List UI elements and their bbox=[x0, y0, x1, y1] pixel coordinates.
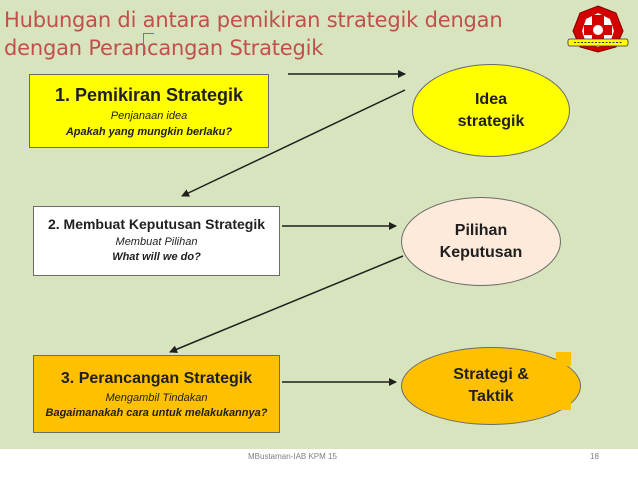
selection-handle-bottom[interactable] bbox=[556, 396, 571, 410]
title-line-2: dengan Perancangan Strategik bbox=[4, 36, 324, 60]
arrow-idea-to-box2 bbox=[181, 89, 406, 197]
title-line-1: Hubungan di antara pemikiran strategik d… bbox=[4, 8, 503, 32]
flow-arrows bbox=[169, 70, 406, 386]
ellipse3-line2: Taktik bbox=[468, 388, 514, 405]
ellipse1-line1: Idea bbox=[474, 90, 507, 108]
box1-subtitle: Penjanaan idea bbox=[110, 110, 188, 122]
slide-title: Hubungan di antara pemikiran strategik d… bbox=[4, 6, 564, 62]
box2-subtitle: Membuat Pilihan bbox=[115, 236, 198, 248]
ellipse-pilihan-keputusan: Pilihan Keputusan bbox=[401, 197, 561, 286]
ellipse-strategi-taktik[interactable]: Strategi & Taktik bbox=[401, 347, 581, 425]
text-cursor-mark bbox=[143, 33, 154, 56]
ellipse1-line2: strategik bbox=[457, 112, 525, 130]
logo-icon bbox=[567, 5, 629, 53]
ellipse2-line2: Keputusan bbox=[439, 243, 523, 261]
slide-footer bbox=[0, 449, 638, 479]
box2-question: What will we do? bbox=[112, 251, 201, 263]
box3-heading: 3. Perancangan Strategik bbox=[60, 370, 253, 387]
ellipse3-line1: Strategi & bbox=[453, 366, 529, 383]
footer-author: MBustaman-IAB KPM 15 bbox=[248, 452, 337, 461]
box3-subtitle: Mengambil Tindakan bbox=[105, 392, 208, 404]
box1-heading: 1. Pemikiran Strategik bbox=[54, 85, 244, 105]
box3-question: Bagaimanakah cara untuk melakukannya? bbox=[45, 407, 268, 419]
box-perancangan-strategik: 3. Perancangan Strategik Mengambil Tinda… bbox=[33, 355, 280, 433]
footer-page-number: 18 bbox=[590, 452, 599, 461]
ellipse2-line1: Pilihan bbox=[454, 221, 508, 239]
box-pemikiran-strategik: 1. Pemikiran Strategik Penjanaan idea Ap… bbox=[29, 74, 269, 148]
box1-question: Apakah yang mungkin berlaku? bbox=[65, 126, 233, 138]
box2-heading: 2. Membuat Keputusan Strategik bbox=[47, 216, 266, 232]
selection-handle-top[interactable] bbox=[556, 352, 571, 366]
ellipse-idea-strategik: Idea strategik bbox=[412, 64, 570, 157]
box-membuat-keputusan: 2. Membuat Keputusan Strategik Membuat P… bbox=[33, 206, 280, 276]
arrow-pilihan-to-box3 bbox=[169, 255, 404, 354]
